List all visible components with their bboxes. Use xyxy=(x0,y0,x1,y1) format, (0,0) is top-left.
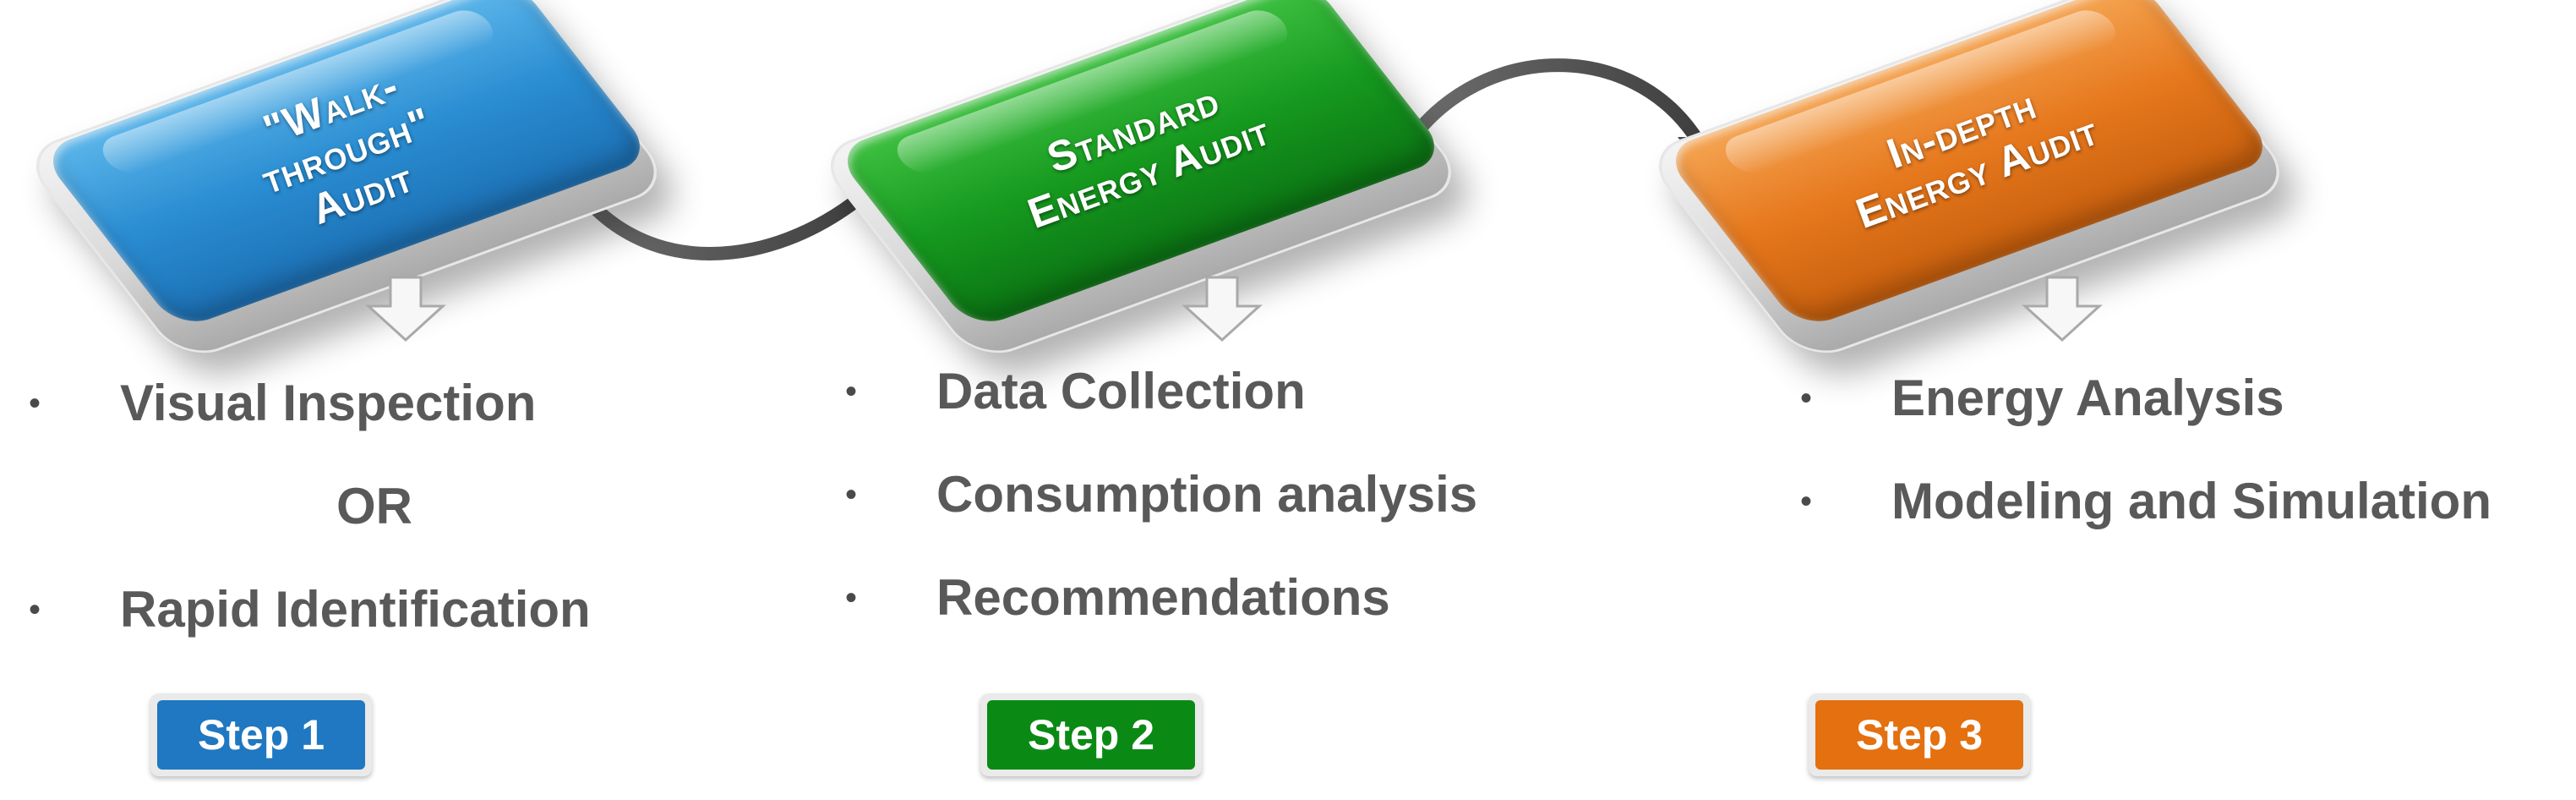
list-item: •Consumption analysis xyxy=(845,466,1478,523)
list-item: •Rapid Identification xyxy=(29,581,591,638)
step1-bullet-list: •Visual Inspection xyxy=(29,374,537,433)
walk-through-audit-tile: "Walk- through" Audit xyxy=(18,0,675,364)
tile-label: Standard Energy Audit xyxy=(1021,76,1276,238)
step-label: Step 3 xyxy=(1815,700,2023,770)
list-item: •Energy Analysis xyxy=(1800,370,2284,426)
list-item: •Visual Inspection xyxy=(29,375,537,431)
standard-energy-audit-tile: Standard Energy Audit xyxy=(812,0,1470,364)
tile-label: In-depth Energy Audit xyxy=(1849,80,2104,238)
step1-bullet-list-2: •Rapid Identification xyxy=(29,580,591,639)
curved-arrow-icon xyxy=(568,178,869,260)
step1-badge: Step 1 xyxy=(150,693,372,776)
in-depth-energy-audit-tile: In-depth Energy Audit xyxy=(1640,0,2298,364)
list-item: •Modeling and Simulation xyxy=(1800,473,2491,529)
tile-label: "Walk- through" Audit xyxy=(255,61,438,234)
step3-bullet-list: •Energy Analysis •Modeling and Simulatio… xyxy=(1800,369,2491,531)
down-arrow-icon xyxy=(365,276,446,342)
step2-badge: Step 2 xyxy=(980,693,1202,776)
step-label: Step 1 xyxy=(157,700,365,770)
list-item: •Data Collection xyxy=(845,363,1306,419)
step3-badge: Step 3 xyxy=(1809,693,2030,776)
step2-bullet-list: •Data Collection •Consumption analysis •… xyxy=(845,362,1478,627)
down-arrow-icon xyxy=(1182,276,1263,342)
or-separator: OR xyxy=(336,478,412,534)
step-label: Step 2 xyxy=(987,700,1195,770)
list-item: •Recommendations xyxy=(845,569,1390,626)
down-arrow-icon xyxy=(2022,276,2103,342)
curved-arrow-icon xyxy=(1396,58,1706,159)
